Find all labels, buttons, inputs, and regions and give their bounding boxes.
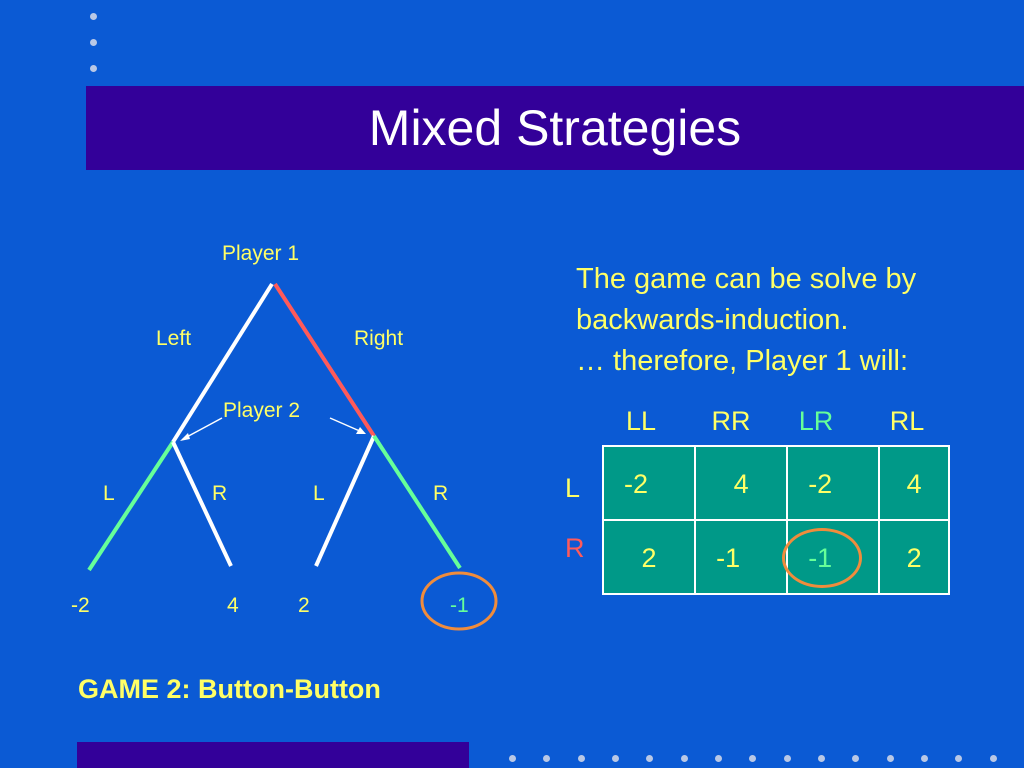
decor-dot [715, 755, 722, 762]
decor-dot [818, 755, 825, 762]
arrow-head-right [356, 427, 366, 434]
decor-dot [887, 755, 894, 762]
branch-left-R [171, 441, 233, 567]
decor-dot [90, 13, 97, 20]
branch-left-L [87, 440, 175, 572]
sub-label-L2: L [313, 482, 325, 505]
matrix-cell: -2 [786, 445, 881, 521]
branch-right [273, 282, 376, 438]
decor-dot [612, 755, 619, 762]
matrix-cell: -1 [694, 519, 789, 595]
decor-dot [681, 755, 688, 762]
matrix-cell: 4 [694, 445, 789, 521]
decor-dot [543, 755, 550, 762]
payoff-highlight-circle [420, 571, 498, 631]
col-header-LR: LR [798, 406, 834, 436]
decor-dot [509, 755, 516, 762]
col-header-RR: RR [711, 406, 751, 436]
right-branch-label: Right [354, 327, 403, 350]
left-branch-label: Left [156, 327, 191, 350]
sub-label-L1: L [103, 482, 115, 505]
decor-dot [90, 65, 97, 72]
explanation-line: backwards-induction. [576, 304, 849, 336]
decor-dot [578, 755, 585, 762]
matrix-cell: 4 [878, 445, 950, 521]
branch-right-L [314, 435, 376, 567]
decor-dot [784, 755, 791, 762]
title-bar [86, 86, 1024, 170]
sub-label-R1: R [212, 482, 227, 505]
branch-right-R [372, 434, 462, 570]
decor-dot [852, 755, 859, 762]
player1-label: Player 1 [222, 242, 299, 265]
arrow-line-left [182, 417, 223, 440]
payoff-3: 2 [298, 594, 310, 617]
footer-bar [77, 742, 469, 768]
explanation-line: The game can be solve by [576, 263, 917, 295]
slide-title: Mixed Strategies [368, 100, 742, 156]
payoff-2: 4 [227, 594, 239, 617]
matrix-cell: -2 [601, 445, 697, 521]
matrix-highlight-circle [782, 528, 862, 588]
decor-dot [921, 755, 928, 762]
matrix-cell: 2 [878, 519, 950, 595]
payoff-matrix: -2 4 -2 4 2 -1 -1 2 [601, 445, 950, 595]
branch-left [171, 282, 274, 444]
row-header-R: R [565, 533, 585, 563]
matrix-cell: 2 [601, 519, 697, 595]
col-header-LL: LL [625, 406, 657, 436]
explanation-line: … therefore, Player 1 will: [576, 345, 909, 377]
matrix-row: -2 4 -2 4 [601, 445, 950, 521]
payoff-4: -1 [450, 594, 469, 617]
decor-dot [646, 755, 653, 762]
player2-label: Player 2 [223, 399, 300, 422]
payoff-1: -2 [71, 594, 90, 617]
col-header-RL: RL [889, 406, 925, 436]
arrow-head-left [180, 433, 190, 441]
decor-dot [749, 755, 756, 762]
arrow-line-right [329, 417, 363, 433]
decor-dot [90, 39, 97, 46]
decor-dot [990, 755, 997, 762]
decor-dot [955, 755, 962, 762]
game-label: GAME 2: Button-Button [78, 674, 381, 704]
sub-label-R2: R [433, 482, 448, 505]
matrix-row: 2 -1 -1 2 [601, 519, 950, 595]
explanation-text: The game can be solve by backwards-induc… [576, 259, 1006, 382]
row-header-L: L [565, 473, 581, 503]
